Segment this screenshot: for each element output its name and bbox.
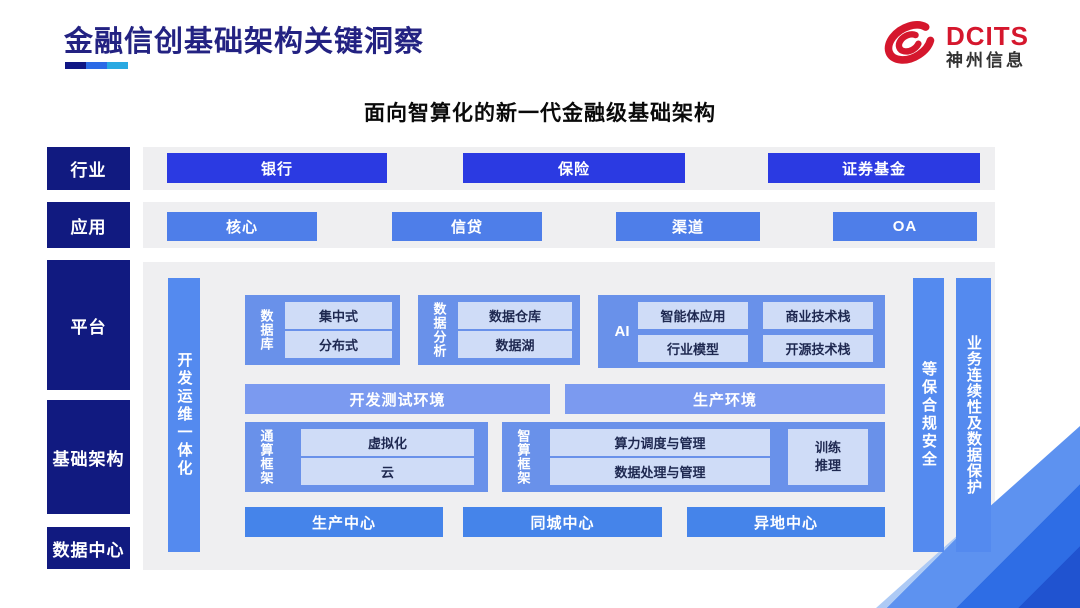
row-label-infrastructure: 基础架构: [47, 400, 130, 514]
devops-bar-label: 开发运维一体化: [175, 352, 193, 478]
intelligent-compute-group: 智算框架 算力调度与管理 数据处理与管理 训练推理: [502, 422, 885, 492]
general-compute-label: 通算框架: [258, 429, 274, 485]
database-group: 数据库 集中式 分布式: [245, 295, 400, 365]
intelligent-item-compute-scheduling: 算力调度与管理: [550, 429, 770, 456]
database-group-label: 数据库: [258, 309, 274, 351]
training-inference-label: 训练推理: [814, 439, 841, 473]
diagram-subtitle: 面向智算化的新一代金融级基础架构: [364, 102, 716, 125]
application-item-channel: 渠道: [616, 212, 760, 241]
env-production: 生产环境: [565, 384, 885, 414]
row-label-datacenter: 数据中心: [47, 527, 130, 569]
database-item-distributed: 分布式: [285, 331, 392, 358]
intelligent-item-training-inference: 训练推理: [788, 429, 868, 485]
ai-group-label: AI: [614, 323, 630, 340]
page-title: 金融信创基础架构关键洞察: [64, 26, 425, 58]
dcits-swirl-icon: [878, 16, 940, 77]
analytics-group: 数据分析 数据仓库 数据湖: [418, 295, 580, 365]
general-compute-group: 通算框架 虚拟化 云: [245, 422, 488, 492]
industry-item-securities: 证券基金: [768, 153, 980, 183]
datacenter-remote: 异地中心: [687, 507, 885, 537]
datacenter-same-city: 同城中心: [463, 507, 662, 537]
security-bar-label: 等保合规安全: [920, 361, 937, 469]
ai-item-opensource-stack: 开源技术栈: [763, 335, 873, 362]
security-vertical-bar: 等保合规安全: [913, 278, 944, 552]
database-item-centralized: 集中式: [285, 302, 392, 329]
datacenter-production: 生产中心: [245, 507, 443, 537]
continuity-vertical-bar: 业务连续性及数据保护: [956, 278, 991, 552]
logo-brand-text: DCITS: [946, 20, 1029, 51]
general-item-cloud: 云: [301, 458, 474, 485]
row-label-platform: 平台: [47, 260, 130, 390]
ai-item-industry-models: 行业模型: [638, 335, 748, 362]
continuity-bar-label: 业务连续性及数据保护: [965, 335, 982, 495]
title-underline: [65, 62, 128, 69]
ai-item-commercial-stack: 商业技术栈: [763, 302, 873, 329]
ai-group: AI 智能体应用 商业技术栈 行业模型 开源技术栈: [598, 295, 885, 368]
logo-company-text: 神州信息: [946, 51, 1026, 71]
general-item-virtualization: 虚拟化: [301, 429, 474, 456]
application-item-oa: OA: [833, 212, 977, 241]
intelligent-compute-label: 智算框架: [515, 429, 531, 485]
application-item-core: 核心: [167, 212, 317, 241]
company-logo: DCITS 神州信息: [878, 16, 1029, 77]
env-dev-test: 开发测试环境: [245, 384, 550, 414]
industry-item-bank: 银行: [167, 153, 387, 183]
analytics-group-label: 数据分析: [431, 302, 447, 358]
analytics-item-lake: 数据湖: [458, 331, 572, 358]
application-item-credit: 信贷: [392, 212, 542, 241]
ai-item-agent-apps: 智能体应用: [638, 302, 748, 329]
industry-item-insurance: 保险: [463, 153, 685, 183]
row-label-application: 应用: [47, 202, 130, 248]
devops-vertical-bar: 开发运维一体化: [168, 278, 200, 552]
row-label-industry: 行业: [47, 147, 130, 190]
analytics-item-warehouse: 数据仓库: [458, 302, 572, 329]
intelligent-item-data-processing: 数据处理与管理: [550, 458, 770, 485]
